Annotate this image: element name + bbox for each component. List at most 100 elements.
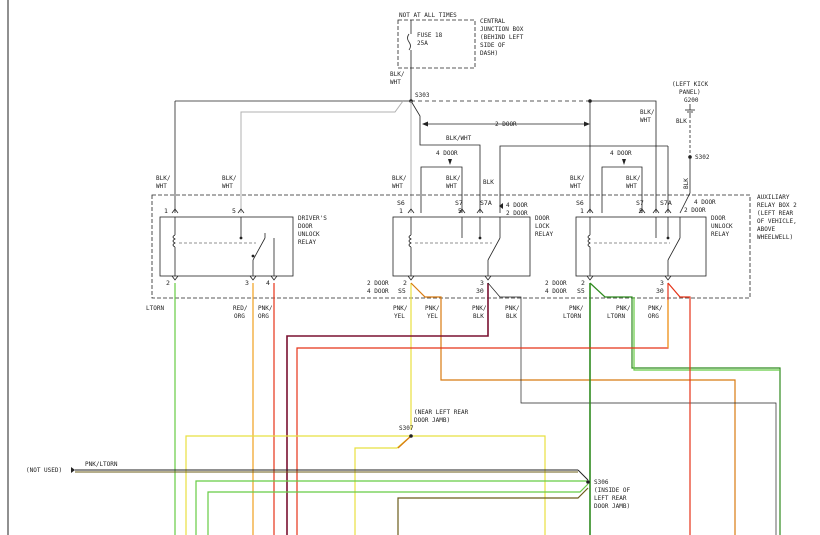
aux-box-line-5: ABOVE bbox=[757, 226, 775, 233]
unlock-pin3-wire-label-2: ORG bbox=[648, 313, 659, 320]
lock-pin2-wire-label-2: YEL bbox=[394, 313, 405, 320]
driver-pin4-wire-label-1: PNK/ bbox=[258, 305, 273, 312]
unlock-s7-wire-label-2: WHT bbox=[626, 183, 637, 190]
driver-pin-5: 5 bbox=[232, 207, 236, 215]
splice-s302-label: S302 bbox=[695, 154, 710, 161]
driver-pin3-wire-label-1: RED/ bbox=[233, 305, 248, 312]
s307-location-1: (NEAR LEFT REAR bbox=[414, 409, 469, 416]
unlock-s6-wire-label-1: BLK/ bbox=[570, 175, 585, 182]
unlock-relay-name-2: UNLOCK bbox=[711, 223, 733, 230]
unlock-relay-switch-icon bbox=[667, 237, 681, 261]
lock-pin3-wire-label-1: PNK/ bbox=[472, 305, 487, 312]
splice-s307-label: S307 bbox=[399, 425, 414, 432]
lock-pin2-wire-label-1: PNK/ bbox=[393, 305, 408, 312]
ground-wire-label: BLK bbox=[676, 118, 687, 125]
colored-wires bbox=[75, 282, 781, 535]
ground-location-line-2: PANEL) bbox=[679, 89, 701, 96]
driver-relay-switch-icon bbox=[252, 237, 266, 261]
fuse-header: NOT AT ALL TIMES bbox=[399, 12, 457, 19]
unlock-pin-s7: S7 bbox=[636, 199, 644, 207]
fuse-rating: 25A bbox=[417, 40, 428, 47]
not-used-label: (NOT USED) bbox=[26, 467, 62, 474]
lock-pin-3: 3 bbox=[480, 279, 484, 287]
unlock-s6-wire-label-2: WHT bbox=[570, 183, 581, 190]
driver-relay-name-1: DRIVER'S bbox=[298, 215, 327, 222]
fuse-block: NOT AT ALL TIMES FUSE 18 25A CENTRAL JUN… bbox=[390, 12, 524, 101]
fuse-location-line-2: JUNCTION BOX bbox=[480, 26, 524, 33]
s303-bus: S303 2 DOOR bbox=[174, 92, 657, 213]
driver-relay-name-2: DOOR bbox=[298, 223, 313, 230]
driver-pin-3: 3 bbox=[245, 279, 249, 287]
driver-pin-2: 2 bbox=[166, 279, 170, 287]
lock-pin-s7a: S7A bbox=[480, 199, 492, 207]
lock-s7-wire-label-2: WHT bbox=[446, 183, 457, 190]
upper-wire-labels: BLK/ WHT BLK/ WHT BLK/ WHT BLK/ WHT BLK/… bbox=[156, 109, 655, 213]
fuse-location-line-3: (BEHIND LEFT bbox=[480, 34, 524, 41]
unlock-pin2-wire-label-2: LTORN bbox=[563, 313, 581, 320]
unlock-pin-s6: S6 bbox=[576, 199, 584, 207]
lock-pin3-wire-label-2: BLK bbox=[473, 313, 484, 320]
unlock-relay-coil-icon bbox=[587, 234, 591, 248]
driver-pin-1: 1 bbox=[164, 207, 168, 215]
driver-pin1-wire-label-1: BLK/ bbox=[156, 175, 171, 182]
s306-location-2: LEFT REAR bbox=[594, 495, 627, 502]
unlock-pin-s5: S5 bbox=[577, 287, 585, 295]
aux-box-line-4: OF VEHICLE, bbox=[757, 218, 797, 225]
fuse-output-wire-label-2: WHT bbox=[390, 79, 401, 86]
lock-bottom-4door-label: 4 DOOR bbox=[367, 288, 389, 295]
aux-box-line-2: RELAY BOX 2 bbox=[757, 202, 797, 209]
lock-relay-name-1: DOOR bbox=[535, 215, 550, 222]
unlock-ltorn-wire-label-2: LTORN bbox=[607, 313, 625, 320]
aux-box-line-3: (LEFT REAR bbox=[757, 210, 794, 217]
ground-id: G200 bbox=[684, 97, 699, 104]
pnk-ltorn-bus-label: PNK/LTORN bbox=[85, 461, 118, 468]
driver-pin3-wire-label-2: ORG bbox=[234, 313, 245, 320]
lock-pin-2: 2 bbox=[403, 279, 407, 287]
ground-location-line-1: (LEFT KICK bbox=[672, 81, 709, 88]
fuse-name: FUSE 18 bbox=[417, 32, 443, 39]
unlock-relay-name-3: RELAY bbox=[711, 231, 729, 238]
lock-blk-wire-label-2: BLK bbox=[506, 313, 517, 320]
unlock-pin2-wire-label-1: PNK/ bbox=[569, 305, 584, 312]
fuse-location-line-4: SIDE OF bbox=[480, 42, 506, 49]
fuse-location-line-5: DASH) bbox=[480, 50, 498, 57]
lock-pin-30: 30 bbox=[476, 287, 484, 295]
unlock-4door-label: 4 DOOR bbox=[694, 199, 716, 206]
drivers-door-unlock-relay: 1 5 2 3 4 DRIVER'S DOOR UNLOCK RELAY bbox=[159, 207, 327, 287]
fuse-icon bbox=[407, 33, 411, 51]
unlock-pin-30: 30 bbox=[656, 287, 664, 295]
unlock-pin-s7a: S7A bbox=[660, 199, 672, 207]
splice-s306-label: S306 bbox=[594, 479, 609, 486]
fuse-location-line-1: CENTRAL bbox=[480, 18, 506, 25]
lock-yel-wire-label-1: PNK/ bbox=[425, 305, 440, 312]
lock-top-wire-label: BLK/WHT bbox=[446, 135, 472, 142]
door-lock-relay: S6 1 S7 5 S7A 4 DOOR 2 DOOR 2 S5 3 30 2 … bbox=[367, 199, 553, 295]
unlock-four-door-marker: 4 DOOR bbox=[610, 150, 632, 157]
s306-location-3: DOOR JAMB) bbox=[594, 503, 630, 510]
unlock-bottom-2door-label: 2 DOOR bbox=[545, 280, 567, 287]
fuse-output-wire-label-1: BLK/ bbox=[390, 71, 405, 78]
aux-box-line-1: AUXILIARY bbox=[757, 194, 790, 201]
lock-pin-s7: S7 bbox=[455, 199, 463, 207]
lower-wire-labels: LTORN RED/ ORG PNK/ ORG PNK/ YEL PNK/ YE… bbox=[146, 305, 663, 320]
driver-pin-4: 4 bbox=[266, 279, 270, 287]
lock-bottom-2door-label: 2 DOOR bbox=[367, 280, 389, 287]
lock-yel-wire-label-2: YEL bbox=[427, 313, 438, 320]
lock-4door-label: 4 DOOR bbox=[506, 202, 528, 209]
unlock-pin-2: 2 bbox=[581, 279, 585, 287]
unlock-bottom-4door-label: 4 DOOR bbox=[545, 288, 567, 295]
lock-pin-s5: S5 bbox=[398, 287, 406, 295]
lock-s7-wire-label-1: BLK/ bbox=[446, 175, 461, 182]
driver-relay-name-4: RELAY bbox=[298, 239, 316, 246]
unlock-top-wire-label-2: WHT bbox=[640, 117, 651, 124]
lock-s6-wire-label-2: WHT bbox=[392, 183, 403, 190]
lock-s7a-wire-label: BLK bbox=[483, 179, 494, 186]
lock-pin-1: 1 bbox=[399, 207, 403, 215]
lock-relay-switch-icon bbox=[487, 237, 501, 261]
fuse-junction-box bbox=[397, 19, 476, 69]
lock-four-door-marker: 4 DOOR bbox=[436, 150, 458, 157]
not-used-arrow-icon bbox=[71, 467, 75, 473]
unlock-2door-label: 2 DOOR bbox=[684, 207, 706, 214]
lock-2door-label: 2 DOOR bbox=[506, 210, 528, 217]
